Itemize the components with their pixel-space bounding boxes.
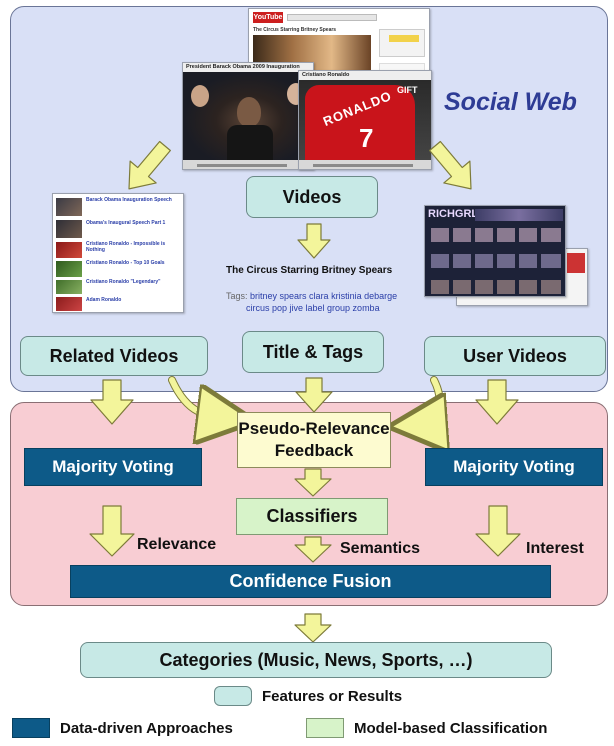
arrow-to-user-videos <box>429 140 472 190</box>
majority-voting-left-node: Majority Voting <box>24 448 202 486</box>
arrow-relevance <box>89 505 135 557</box>
videos-node: Videos <box>246 176 378 218</box>
interest-label: Interest <box>526 540 584 557</box>
arrow-semantics <box>294 536 332 563</box>
obama-video-screenshot: President Barack Obama 2009 Inauguration <box>182 62 314 170</box>
arrow-fusion-to-categories <box>294 613 332 643</box>
related-videos-screenshot: Barack Obama Inauguration Speech Obama's… <box>52 193 184 313</box>
social-web-label: Social Web <box>444 88 577 116</box>
arrow-related-to-voting <box>90 379 134 425</box>
legend-swatch-data-driven <box>12 718 50 738</box>
semantics-label: Semantics <box>340 540 421 557</box>
legend-swatch-features <box>214 686 252 706</box>
legend-model-based-label: Model-based Classification <box>354 720 548 737</box>
pseudo-relevance-feedback-node: Pseudo-Relevance Feedback <box>237 412 391 468</box>
confidence-fusion-node: Confidence Fusion <box>70 565 551 598</box>
categories-node: Categories (Music, News, Sports, …) <box>80 642 552 678</box>
legend-features-label: Features or Results <box>262 688 403 705</box>
ronaldo-video-screenshot: Cristiano Ronaldo RONALDO 7 GIFT <box>298 70 432 170</box>
arrow-to-related-videos <box>128 140 171 190</box>
arrow-user-to-voting <box>475 379 519 425</box>
video-title-text: The Circus Starring Britney Spears <box>226 265 393 276</box>
video-tags-text: Tags: britney spears clara kristinia deb… <box>226 291 398 313</box>
classifiers-node: Classifiers <box>236 498 388 535</box>
youtube-logo: YouTube <box>253 12 283 23</box>
arrow-title-to-prf <box>295 377 333 413</box>
arrow-videos-to-title <box>297 223 331 259</box>
related-videos-node: Related Videos <box>20 336 208 376</box>
title-tags-node: Title & Tags <box>242 331 384 373</box>
user-videos-screenshot: RICHGRL <box>424 205 566 297</box>
legend-swatch-model-based <box>306 718 344 738</box>
arrow-interest <box>475 505 521 557</box>
arrow-prf-to-classifiers <box>294 468 332 497</box>
user-videos-node: User Videos <box>424 336 606 376</box>
majority-voting-right-node: Majority Voting <box>425 448 603 486</box>
legend-data-driven-label: Data-driven Approaches <box>60 720 233 737</box>
curved-arrow-user-to-prf <box>396 376 444 430</box>
relevance-label: Relevance <box>137 536 217 553</box>
